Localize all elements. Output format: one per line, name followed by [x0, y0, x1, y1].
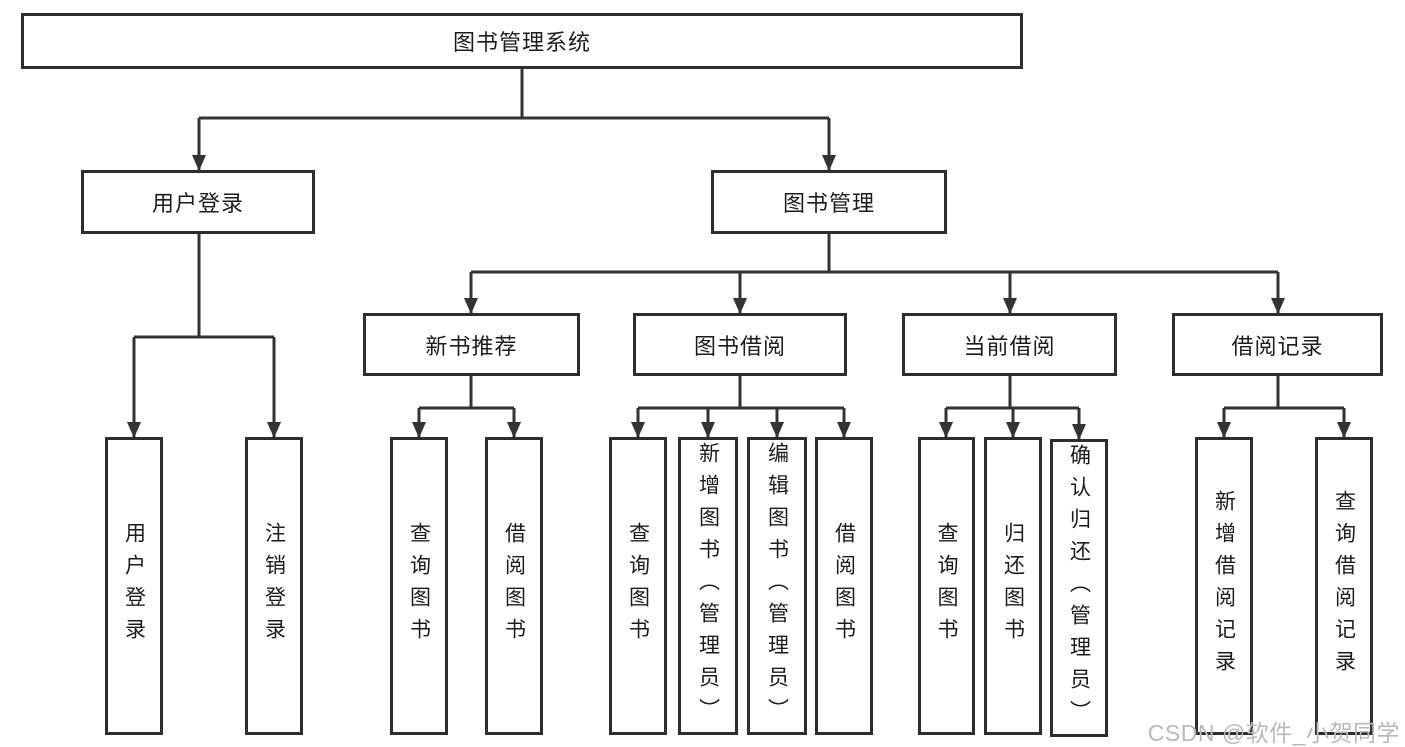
connector-book-borrowing-branch: [631, 376, 851, 438]
node-book-management: 图书管理: [711, 170, 947, 234]
connector-line: [471, 234, 1278, 274]
node-library-system: 图书管理系统: [21, 13, 1023, 69]
node-borrow-records: 借阅记录: [1172, 313, 1383, 376]
connector-book-management-branch: [464, 234, 1285, 314]
connector-new-book-recommend-branch: [412, 376, 521, 438]
node-add-book-admin: 新增图书（管理员）: [678, 437, 738, 735]
connector-line: [946, 376, 1079, 410]
connector-root-to-level2: [192, 69, 836, 171]
connector-line: [419, 376, 514, 410]
node-borrow-books-recommend: 借阅图书: [485, 437, 543, 735]
connector-current-borrowing-branch: [939, 376, 1086, 440]
node-new-book-recommend: 新书推荐: [363, 313, 580, 376]
node-book-borrowing: 图书借阅: [633, 313, 847, 376]
node-return-books: 归还图书: [984, 437, 1042, 735]
node-user-login: 用户登录: [105, 437, 163, 735]
connector-user-login-branch: [127, 234, 281, 438]
node-logout-login: 注销登录: [245, 437, 303, 735]
connector-line: [134, 234, 274, 339]
connector-line: [638, 376, 844, 410]
connector-borrow-records-branch: [1217, 376, 1351, 438]
csdn-watermark: CSDN @软件_小贺同学: [1147, 720, 1400, 746]
connector-line: [199, 69, 829, 120]
node-edit-book-admin: 编辑图书（管理员）: [747, 437, 807, 735]
connector-line: [1224, 376, 1344, 410]
node-borrow-books: 借阅图书: [815, 437, 873, 735]
node-current-borrowing: 当前借阅: [902, 313, 1117, 376]
node-query-books-current: 查询图书: [918, 437, 975, 735]
node-add-borrow-record: 新增借阅记录: [1195, 437, 1253, 735]
node-query-books-recommend: 查询图书: [390, 437, 448, 735]
node-query-books-borrowing: 查询图书: [609, 437, 667, 735]
node-confirm-return-admin: 确认归还（管理员）: [1050, 439, 1108, 737]
node-query-borrow-record: 查询借阅记录: [1315, 437, 1373, 735]
node-user-login-branch: 用户登录: [81, 170, 315, 234]
